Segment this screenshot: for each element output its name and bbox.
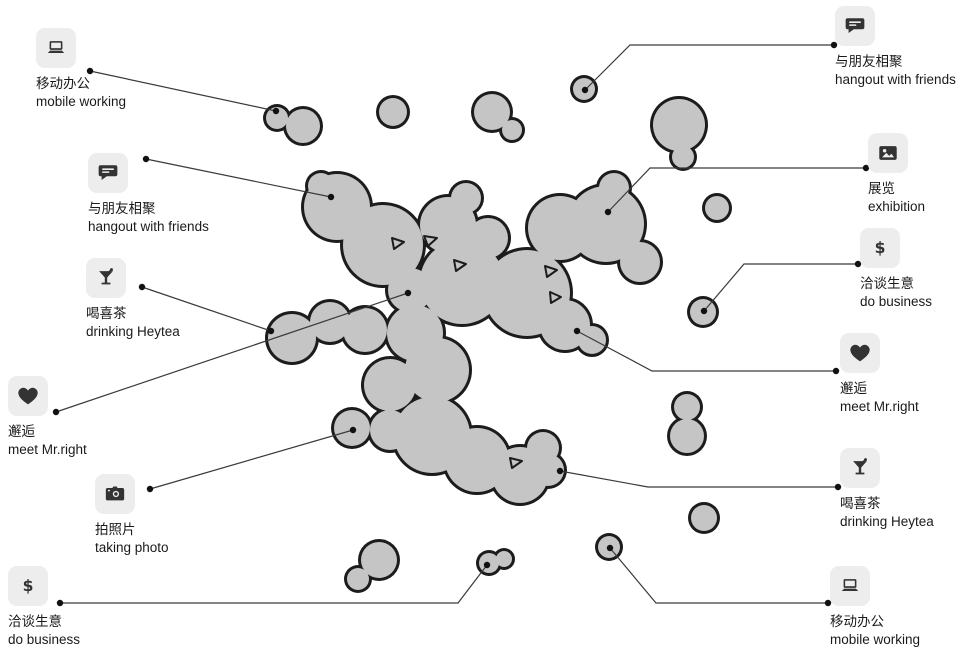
connector-dot bbox=[700, 307, 708, 315]
connector-dot bbox=[604, 208, 612, 216]
connector-dot bbox=[830, 41, 838, 49]
connector-dot bbox=[573, 327, 581, 335]
connector-dot bbox=[52, 408, 60, 416]
connector-dot bbox=[327, 193, 335, 201]
connector-meet-right bbox=[576, 330, 836, 372]
connector-dot bbox=[824, 599, 832, 607]
connector-dot bbox=[272, 107, 280, 115]
connector-business-left bbox=[60, 564, 488, 604]
connector-dot bbox=[832, 367, 840, 375]
connector-hangout-right bbox=[584, 44, 834, 91]
connector-heytea-right bbox=[559, 470, 838, 488]
connector-dot bbox=[146, 485, 154, 493]
connector-dot bbox=[483, 561, 491, 569]
blob-cluster bbox=[263, 75, 732, 593]
connector-exhibition-right bbox=[607, 167, 866, 213]
blob-notches bbox=[391, 235, 562, 469]
connector-dot bbox=[138, 283, 146, 291]
connector-dot bbox=[267, 327, 275, 335]
connector-heytea-left bbox=[141, 286, 272, 332]
connector-dot bbox=[142, 155, 150, 163]
connector-dot bbox=[581, 86, 589, 94]
connector-dot bbox=[862, 164, 870, 172]
connector-dot bbox=[86, 67, 94, 75]
connector-lines bbox=[52, 41, 870, 607]
connector-dot bbox=[349, 426, 357, 434]
connector-photo-left bbox=[149, 429, 354, 490]
connector-dot bbox=[556, 467, 564, 475]
connector-mobile-working-right bbox=[609, 547, 828, 604]
connector-dot bbox=[404, 289, 412, 297]
connector-dot bbox=[56, 599, 64, 607]
connector-dot bbox=[854, 260, 862, 268]
connector-mobile-working-left bbox=[89, 70, 277, 112]
connector-dot bbox=[834, 483, 842, 491]
connector-dot bbox=[606, 544, 614, 552]
connector-meet-left bbox=[55, 292, 409, 413]
connector-hangout-left bbox=[145, 158, 332, 198]
connector-business-right bbox=[703, 263, 858, 312]
